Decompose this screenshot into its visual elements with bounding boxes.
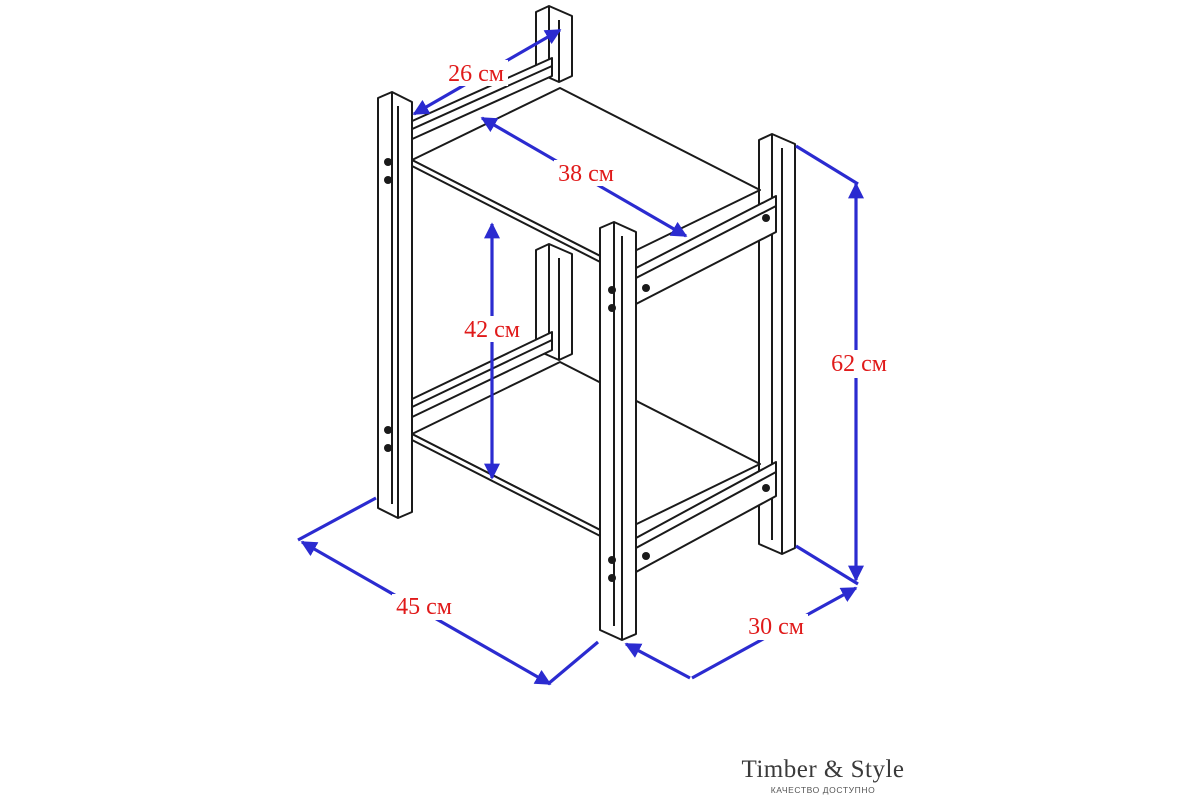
dim-label-top-depth: 26 см	[448, 61, 504, 87]
dim-label-shelf-gap: 42 см	[464, 317, 520, 343]
brand-name: Timber & Style	[741, 756, 905, 783]
brand-tagline: КАЧЕСТВО ДОСТУПНО	[770, 785, 876, 795]
front-left-post	[377, 91, 413, 519]
dim-label-inner-width: 38 см	[558, 161, 614, 187]
dim-label-depth: 30 см	[748, 614, 804, 640]
right-side-rails	[635, 195, 777, 573]
dimension-shelf-gap: 42 см	[460, 222, 524, 480]
dimension-depth: 30 см	[624, 586, 858, 680]
dimension-height: 62 см	[795, 144, 890, 586]
front-right-post	[599, 221, 637, 641]
brand-logo: Timber & Style КАЧЕСТВО ДОСТУПНО	[740, 756, 906, 796]
dim-label-width: 45 см	[396, 594, 452, 620]
dimension-width: 45 см	[297, 496, 600, 686]
dim-label-height: 62 см	[831, 351, 887, 377]
dimension-top-depth: 26 см	[412, 28, 562, 116]
dimension-inner-width: 38 см	[480, 116, 688, 238]
